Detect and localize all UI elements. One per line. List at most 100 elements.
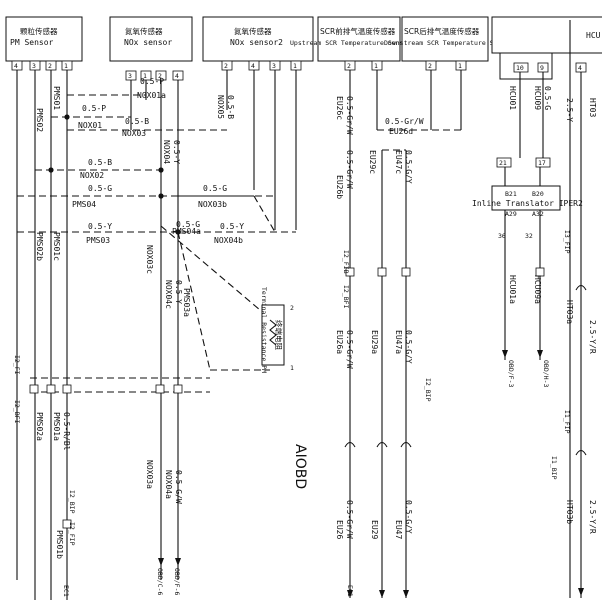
svg-text:终端电阻: 终端电阻 (274, 320, 284, 350)
scr-upstream-title-cn: SCR前排气温度传感器 (320, 26, 396, 36)
svg-text:4: 4 (14, 62, 18, 70)
svg-text:I2_BFI: I2_BFI (342, 285, 350, 309)
svg-text:3: 3 (272, 62, 276, 70)
svg-text:0.5-G: 0.5-G (176, 220, 200, 229)
svg-text:2: 2 (290, 304, 294, 312)
svg-text:EU26d: EU26d (389, 127, 413, 136)
svg-text:0.5-P: 0.5-P (82, 104, 106, 113)
svg-text:2: 2 (428, 62, 432, 70)
svg-text:PMS01a: PMS01a (52, 412, 61, 441)
splice-arcs (344, 284, 587, 456)
destination-labels: OBD/C-6 OBD/F-6 OBD/F-3 OBD/H-3 EC1 EC1 (62, 360, 550, 597)
svg-text:2: 2 (48, 62, 52, 70)
inline-translator-title: Inline Translator IPER2 (472, 199, 583, 208)
nox-sensor-box: 氮氧传感器 NOx sensor 3 1 2 4 (109, 16, 193, 81)
svg-text:I2_FI: I2_FI (13, 355, 21, 375)
wire-labels: 0.5-P NOX01a 0.5-P NOX01 0.5-B NOX03 0.5… (72, 77, 424, 245)
svg-text:HT03: HT03 (588, 98, 597, 117)
svg-text:B20: B20 (532, 190, 544, 198)
svg-text:NOX05: NOX05 (216, 95, 225, 119)
terminal-resistance: 2 1 Terminal Resistance PM 终端电阻 (260, 287, 294, 373)
hcu-box: HCU 10 9 4 (491, 16, 602, 80)
svg-text:0.5-G: 0.5-G (203, 184, 227, 193)
vertical-wires (16, 20, 582, 600)
svg-text:NOX03a: NOX03a (145, 460, 154, 489)
svg-text:NOX01a: NOX01a (137, 91, 166, 100)
svg-text:0.5-B: 0.5-B (88, 158, 112, 167)
svg-text:EU29: EU29 (370, 520, 379, 539)
svg-text:0.5-R/Bl: 0.5-R/Bl (62, 412, 71, 451)
svg-text:OBD/F-6: OBD/F-6 (173, 568, 181, 595)
scr-downstream-title-cn: SCR后排气温度传感器 (404, 26, 480, 36)
pm-sensor-box: 颗粒传感器 PM Sensor 4 3 2 1 (5, 16, 83, 71)
svg-text:EC1: EC1 (62, 585, 70, 597)
svg-text:I1_BIP: I1_BIP (550, 456, 558, 480)
svg-text:10: 10 (516, 64, 524, 72)
vertical-labels: PMS01 PMS02 PMS01c PMS02b NOX05 0.5-B NO… (35, 86, 597, 559)
pm-sensor-title-cn: 颗粒传感器 (20, 26, 58, 36)
svg-text:0.5-B: 0.5-B (226, 95, 235, 119)
nox-sensor-title-en: NOx sensor (124, 38, 172, 47)
scr-upstream-box: SCR前排气温度传感器 Upstream SCR Temperature Sen… (290, 16, 411, 71)
svg-text:1: 1 (290, 364, 294, 372)
svg-text:PMS02: PMS02 (35, 108, 44, 132)
scr-upstream-title-en: Upstream SCR Temperature Sensor (290, 39, 411, 47)
svg-text:I3_FIP: I3_FIP (563, 230, 571, 254)
svg-text:OBD/H-3: OBD/H-3 (542, 360, 550, 387)
svg-text:1: 1 (143, 72, 147, 80)
svg-text:OBD/C-6: OBD/C-6 (156, 568, 164, 595)
svg-text:HT03b: HT03b (565, 500, 574, 524)
svg-text:I1_FIP: I1_FIP (563, 410, 571, 434)
svg-text:0.5-Gr/W: 0.5-Gr/W (385, 117, 424, 126)
inline-translator-box: 21 17 B21 B20 A29 A32 Inline Translator … (472, 157, 583, 240)
svg-text:NOX04a: NOX04a (164, 470, 173, 499)
hcu-title: HCU (586, 31, 601, 40)
svg-text:0.5-Gr/W: 0.5-Gr/W (345, 96, 354, 135)
svg-text:HCU09a: HCU09a (533, 275, 542, 304)
svg-text:EU26: EU26 (335, 520, 344, 539)
svg-text:0.5-Y: 0.5-Y (220, 222, 244, 231)
svg-text:1: 1 (293, 62, 297, 70)
svg-text:17: 17 (538, 159, 546, 167)
pm-sensor-title-en: PM Sensor (10, 38, 54, 47)
svg-text:EU47a: EU47a (394, 330, 403, 354)
connector-markers (29, 267, 545, 529)
svg-text:0.5-Y: 0.5-Y (88, 222, 112, 231)
svg-text:EU47c: EU47c (394, 150, 403, 174)
connector-tags: I2_FI I2_BFI I2_FIB I2_BFI I2_BIP I2_BIP… (13, 230, 571, 546)
svg-text:EU26c: EU26c (335, 96, 344, 120)
nox-sensor2-title-en: NOx sensor2 (230, 38, 283, 47)
svg-text:2: 2 (158, 72, 162, 80)
svg-text:0.5-Gr/W: 0.5-Gr/W (345, 330, 354, 369)
svg-text:1: 1 (374, 62, 378, 70)
svg-text:36: 36 (498, 232, 506, 240)
svg-text:A29: A29 (505, 210, 517, 218)
svg-text:I2_FIP: I2_FIP (68, 522, 76, 546)
svg-text:EU29c: EU29c (368, 150, 377, 174)
svg-text:4: 4 (175, 72, 179, 80)
svg-text:EU26a: EU26a (335, 330, 344, 354)
svg-text:HCU01: HCU01 (508, 86, 517, 110)
svg-text:PMS01b: PMS01b (55, 530, 64, 559)
svg-text:4: 4 (578, 64, 582, 72)
svg-text:HT03a: HT03a (565, 300, 574, 324)
junction-dots (48, 114, 181, 235)
svg-text:Terminal Resistance PM: Terminal Resistance PM (260, 287, 268, 373)
svg-text:0.5-Y: 0.5-Y (172, 140, 181, 164)
svg-text:2: 2 (224, 62, 228, 70)
svg-text:0.5-Gr/W: 0.5-Gr/W (345, 500, 354, 539)
svg-text:PMS04a: PMS04a (172, 227, 201, 236)
svg-text:NOX04c: NOX04c (164, 280, 173, 309)
nox-sensor2-box: 氮氧传感器 NOx sensor2 2 4 3 1 (202, 16, 314, 71)
svg-text:0.5-Y: 0.5-Y (174, 280, 183, 304)
svg-text:PMS01: PMS01 (52, 86, 61, 110)
svg-text:PMS04: PMS04 (72, 200, 96, 209)
svg-text:EU29a: EU29a (370, 330, 379, 354)
svg-text:I2_BFI: I2_BFI (13, 400, 21, 424)
svg-text:PMS02b: PMS02b (35, 232, 44, 261)
svg-text:0.5-B: 0.5-B (125, 117, 149, 126)
svg-text:NOX01: NOX01 (78, 121, 102, 130)
svg-text:I2_BIP: I2_BIP (68, 490, 76, 514)
svg-text:0.5-G: 0.5-G (88, 184, 112, 193)
